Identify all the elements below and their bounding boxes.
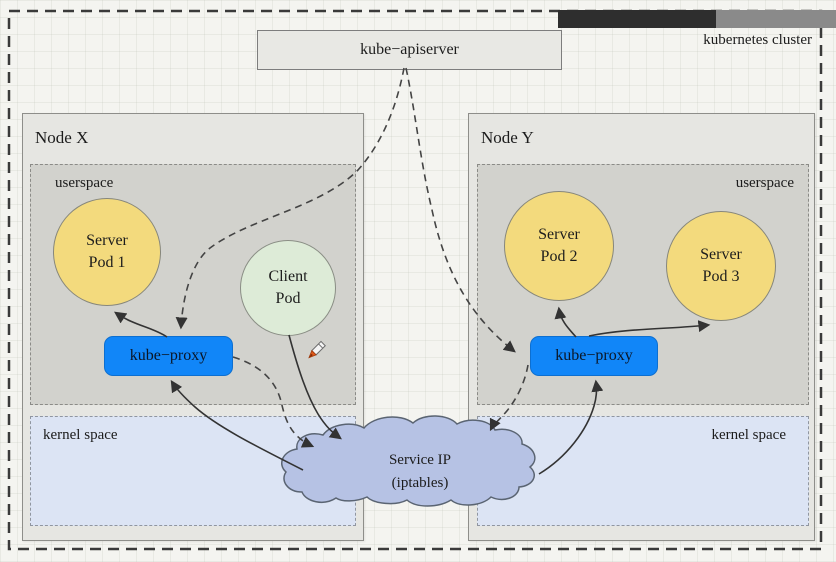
- node-y-box: Node Y userspace kernel space: [468, 113, 815, 541]
- node-y-kernelspace-box: kernel space: [477, 416, 809, 526]
- kube-proxy-x-box: kube−proxy: [104, 336, 233, 376]
- node-x-title: Node X: [35, 128, 89, 147]
- node-x-userspace-label: userspace: [55, 175, 114, 191]
- service-ip-line2: (iptables): [391, 475, 449, 491]
- node-y-userspace-label: userspace: [735, 175, 794, 191]
- node-x-kernelspace-label: kernel space: [43, 427, 118, 443]
- progress-bar-buffered-segment[interactable]: [716, 10, 836, 28]
- cluster-title: kubernetes cluster: [703, 32, 812, 48]
- service-ip-line1: Service IP: [388, 452, 452, 468]
- progress-bar-played-segment[interactable]: [558, 10, 716, 28]
- kube-proxy-y-label: kube−proxy: [555, 347, 633, 364]
- kube-proxy-y-box: kube−proxy: [530, 336, 658, 376]
- client-pod-line1: Client: [268, 268, 308, 285]
- client-pod-line2: Pod: [275, 290, 301, 307]
- server-pod-3-line2: Pod 3: [702, 268, 740, 285]
- server-pod-2-line1: Server: [538, 226, 580, 243]
- node-y-title: Node Y: [481, 128, 534, 147]
- server-pod-2-line2: Pod 2: [540, 248, 578, 265]
- node-x-kernelspace-box: kernel space: [30, 416, 356, 526]
- service-ip-label: Service IP (iptables): [345, 449, 495, 495]
- server-pod-3-line1: Server: [700, 246, 742, 263]
- kube-apiserver-box: kube−apiserver: [257, 30, 562, 70]
- kube-proxy-x-label: kube−proxy: [129, 347, 208, 364]
- kube-apiserver-label: kube−apiserver: [360, 41, 459, 58]
- node-y-kernelspace-label: kernel space: [711, 427, 786, 443]
- server-pod-2: Server Pod 2: [504, 191, 614, 301]
- server-pod-3: Server Pod 3: [666, 211, 776, 321]
- pen-cursor-icon: [308, 340, 326, 359]
- server-pod-1-line2: Pod 1: [88, 254, 126, 271]
- server-pod-1-line1: Server: [86, 232, 128, 249]
- client-pod: Client Pod: [240, 240, 336, 336]
- server-pod-1: Server Pod 1: [53, 198, 161, 306]
